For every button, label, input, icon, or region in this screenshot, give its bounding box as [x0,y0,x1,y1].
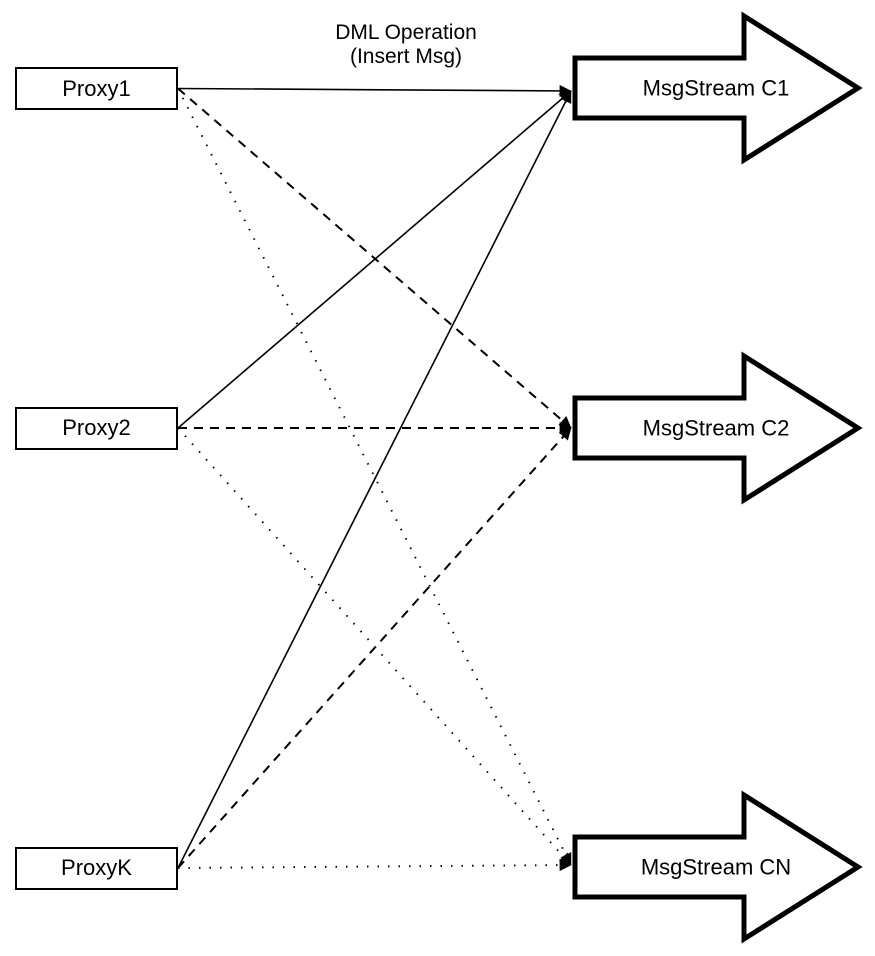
proxy-label-proxy1: Proxy1 [62,75,131,101]
proxy-node-proxy2: Proxy2 [15,406,178,450]
annotation-line2: (Insert Msg) [349,45,462,68]
stream-label-cn: MsgStream CN [641,855,791,880]
edge-proxy1-c1 [177,84,572,97]
proxy-node-proxy1: Proxy1 [15,67,178,110]
proxy-node-proxyk: ProxyK [15,846,178,890]
block-arrow-shape-c2 [572,351,863,505]
proxy-label-proxy2: Proxy2 [62,415,131,440]
edges-layer [177,84,572,872]
edge-proxyk-cn [177,859,572,872]
block-arrow-shape-c1 [572,11,863,165]
dml-operation-annotation: DML Operation (Insert Msg) [256,21,556,69]
stream-label-c1: MsgStream C1 [643,76,790,101]
proxy-label-proxyk: ProxyK [61,855,132,880]
edge-proxyk-c1 [177,90,572,869]
msgstream-node-c1: MsgStream C1 [572,11,863,165]
block-arrow-shape-cn [572,790,863,944]
msgstream-node-cn: MsgStream CN [572,790,863,944]
edge-proxy1-cn [177,88,572,866]
annotation-line1: DML Operation [335,21,477,44]
edge-proxy1-c2 [177,87,572,429]
msgstream-node-c2: MsgStream C2 [572,351,863,505]
stream-label-c2: MsgStream C2 [643,416,790,441]
edge-proxyk-c2 [177,427,572,869]
